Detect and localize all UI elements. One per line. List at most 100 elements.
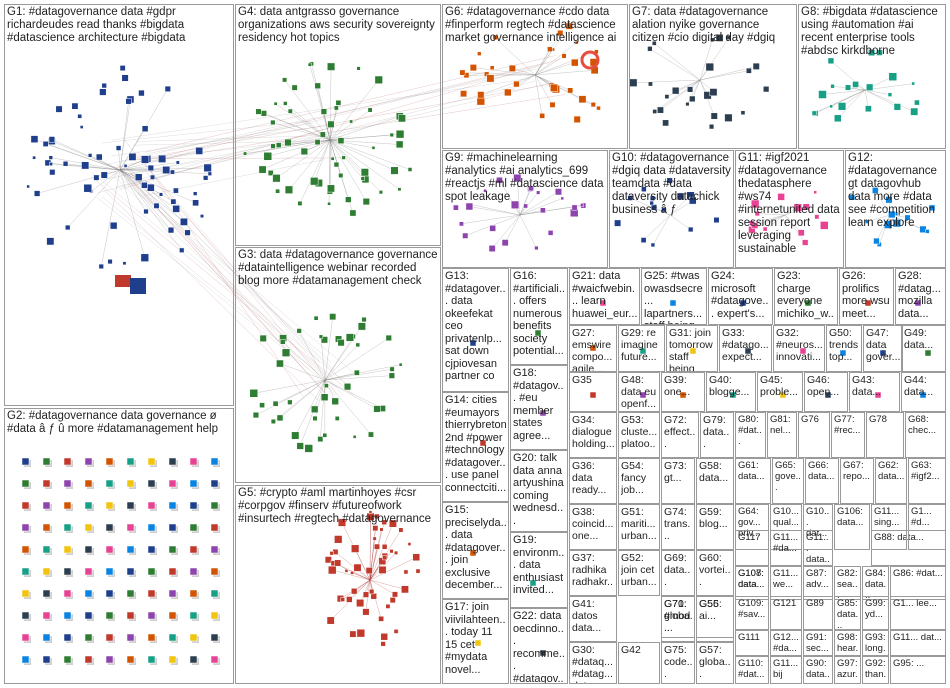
group-label-g18: G18: #datagov... #eu member states agree… xyxy=(513,367,566,442)
group-label-g8: G8: #bigdata #datascience using #automat… xyxy=(801,6,944,58)
group-box-g52: G52: join cet urban... xyxy=(618,550,660,596)
group-label-g57: G57: globa... xyxy=(699,644,732,680)
group-box-g109: G109: #sav... xyxy=(735,596,769,630)
group-box-g67: G67: repo... xyxy=(840,458,874,504)
group-label-g36: G36: data ready... xyxy=(572,460,615,496)
group-box-g74: G74: trans... xyxy=(661,504,695,550)
group-label-g21: G21: data #waicfwebin... learn huawei_eu… xyxy=(572,270,638,320)
group-label-g29: G29: re imagine future... xyxy=(621,327,663,363)
group-label-g79: G79: data... xyxy=(703,414,732,450)
group-label-g86: G86: #dat... xyxy=(893,568,944,579)
group-label-g11e: G11... we... xyxy=(773,568,800,590)
group-box-g86: G86: #dat... xyxy=(890,566,946,600)
group-box-g13: G13: #datagover... data okeefekat ceo pr… xyxy=(442,268,509,392)
group-box-g57: G57: globa... xyxy=(696,642,734,684)
group-box-g15: G15: preciselyda... data #datagover... j… xyxy=(442,502,509,599)
group-box-g82: G82: sea... xyxy=(834,566,861,600)
group-box-g26: G26: prolifics more wsu meet... xyxy=(839,268,894,325)
group-label-g13: G13: #datagover... data okeefekat ceo pr… xyxy=(445,270,507,383)
group-box-g61: G61: data... xyxy=(735,458,771,504)
group-box-g117: G117 xyxy=(735,530,769,566)
group-label-g111: G111 xyxy=(738,632,767,643)
group-box-g1x: G1... lee... xyxy=(890,596,946,630)
group-label-g11b: G11... sing... xyxy=(874,506,905,528)
group-box-g48: G48: data eu openf... xyxy=(618,372,660,412)
group-label-g33: G33: #datago... expect... xyxy=(722,327,770,363)
group-box-g35: G35 xyxy=(569,372,617,412)
group-box-g37: G37: radhika radhakr... xyxy=(569,550,617,596)
group-label-g78: G78 xyxy=(869,414,902,425)
group-box-g12a: G12... #da... xyxy=(770,630,802,656)
group-label-g51: G51: mariti... urban... xyxy=(621,506,658,542)
group-label-g39: G39: one... xyxy=(664,374,703,398)
group-label-g65: G65: gove... xyxy=(775,460,802,493)
group-box-g53: G53: cluste... platoo... xyxy=(618,412,660,458)
group-label-g25: G25: #twas owasdsecre... lapartners... s… xyxy=(644,270,705,325)
group-label-g9: G9: #machinelearning #analytics #ai anal… xyxy=(445,152,606,204)
group-label-g5: G5: #crypto #aml martinhoyes #csr #corpg… xyxy=(238,487,439,526)
group-box-g91: G91: sec... xyxy=(803,630,833,656)
group-box-g50: G50: trends top... xyxy=(826,325,862,372)
group-box-g108: G108: data... xyxy=(735,566,769,600)
group-label-g6: G6: #datagovernance #cdo data #finperfor… xyxy=(445,6,626,45)
group-label-g38: G38: coincid... one... xyxy=(572,506,615,542)
group-box-g121: G121 xyxy=(770,596,802,630)
group-label-g34: G34: dialogue holding... xyxy=(572,414,615,450)
group-label-g17: G17: join viivilahteen... today 11 15 ce… xyxy=(445,601,507,676)
group-box-g5: G5: #crypto #aml martinhoyes #csr #corpg… xyxy=(235,485,441,684)
group-label-g22: G22: data oecdinno... recomme... #datago… xyxy=(513,610,566,684)
group-box-g54: G54: fancy job... xyxy=(618,458,660,504)
group-label-g58: G58: data... xyxy=(699,460,732,484)
group-label-g40: G40: blogge... xyxy=(709,374,754,398)
group-box-g12: G12: #datagovernance gt datagovhub data … xyxy=(845,150,946,268)
group-label-g109: G109: #sav... xyxy=(738,598,767,620)
group-box-g85: G85: data... xyxy=(834,596,861,630)
group-label-g45: G45: proble... xyxy=(760,374,801,398)
group-label-g75: G75: code... xyxy=(664,644,693,680)
group-box-g41: G41: datos data... xyxy=(569,596,617,642)
group-label-g85: G85: data... xyxy=(837,598,859,630)
group-box-g65: G65: gove... xyxy=(772,458,804,504)
group-box-g11c: G11... data... xyxy=(803,530,833,566)
group-box-g11f: G11... dat... xyxy=(890,630,946,656)
group-box-g19: G19: environm... data enthusiast invited… xyxy=(510,532,568,608)
group-box-g16: G16: #artificiali... offers numerous ben… xyxy=(510,268,568,365)
group-label-g16: G16: #artificiali... offers numerous ben… xyxy=(513,270,566,358)
group-label-g76: G76 xyxy=(801,414,828,425)
group-box-g46: G46: open... xyxy=(804,372,848,412)
group-box-g43: G43: data... xyxy=(849,372,900,412)
group-label-g26: G26: prolifics more wsu meet... xyxy=(842,270,892,320)
group-box-g90: G90: data... xyxy=(803,656,833,684)
group-box-g27: G27: emswire compo... agile... xyxy=(569,325,617,372)
group-label-g92: G92: than... xyxy=(865,658,887,684)
group-box-g47: G47: data gover... xyxy=(863,325,903,372)
group-box-g4: G4: data antgrasso governance organizati… xyxy=(235,4,441,246)
group-box-g34: G34: dialogue holding... xyxy=(569,412,617,458)
group-box-g106: G106: data... xyxy=(834,504,870,550)
group-box-g18: G18: #datagov... #eu member states agree… xyxy=(510,365,568,450)
group-box-g20: G20: talk data anna artyushina coming we… xyxy=(510,450,568,532)
group-label-g30: G30: #dataq... #datag... data... xyxy=(572,644,615,684)
group-label-g32: G32: #neuros... innovati... xyxy=(776,327,823,363)
group-box-g14: G14: cities #eumayors thierrybreton 2nd … xyxy=(442,392,509,502)
group-box-g78: G78 xyxy=(866,412,904,458)
group-box-g72: G72: effect... xyxy=(661,412,699,458)
group-label-g10a: G10... qual... xyxy=(773,506,800,528)
group-box-g29: G29: re imagine future... xyxy=(618,325,665,372)
group-label-g49: G49: data... xyxy=(904,327,944,351)
group-label-g24: G24: microsoft #datagove... expert's... xyxy=(711,270,771,320)
group-label-g93: G93: long... xyxy=(865,632,887,656)
group-box-g56: G56 xyxy=(696,596,734,638)
group-label-g61: G61: data... xyxy=(738,460,769,482)
group-label-g3: G3: data #datagovernance governance #dat… xyxy=(238,249,439,288)
group-label-g81: G81: nel... xyxy=(770,414,795,436)
group-label-g71: G71: #mod... xyxy=(664,598,693,634)
group-label-g11f: G11... dat... xyxy=(893,632,944,643)
group-label-g52: G52: join cet urban... xyxy=(621,552,658,588)
group-label-g80: G80: #dat... xyxy=(738,414,764,447)
group-box-g11d: G11... bij xyxy=(770,656,802,684)
group-label-g1x: G1... lee... xyxy=(893,598,944,609)
group-box-g31: G31: join tomorrow staff being... xyxy=(666,325,718,372)
group-label-g60: G60: vortei... xyxy=(699,552,732,588)
group-label-g4: G4: data antgrasso governance organizati… xyxy=(238,6,439,45)
